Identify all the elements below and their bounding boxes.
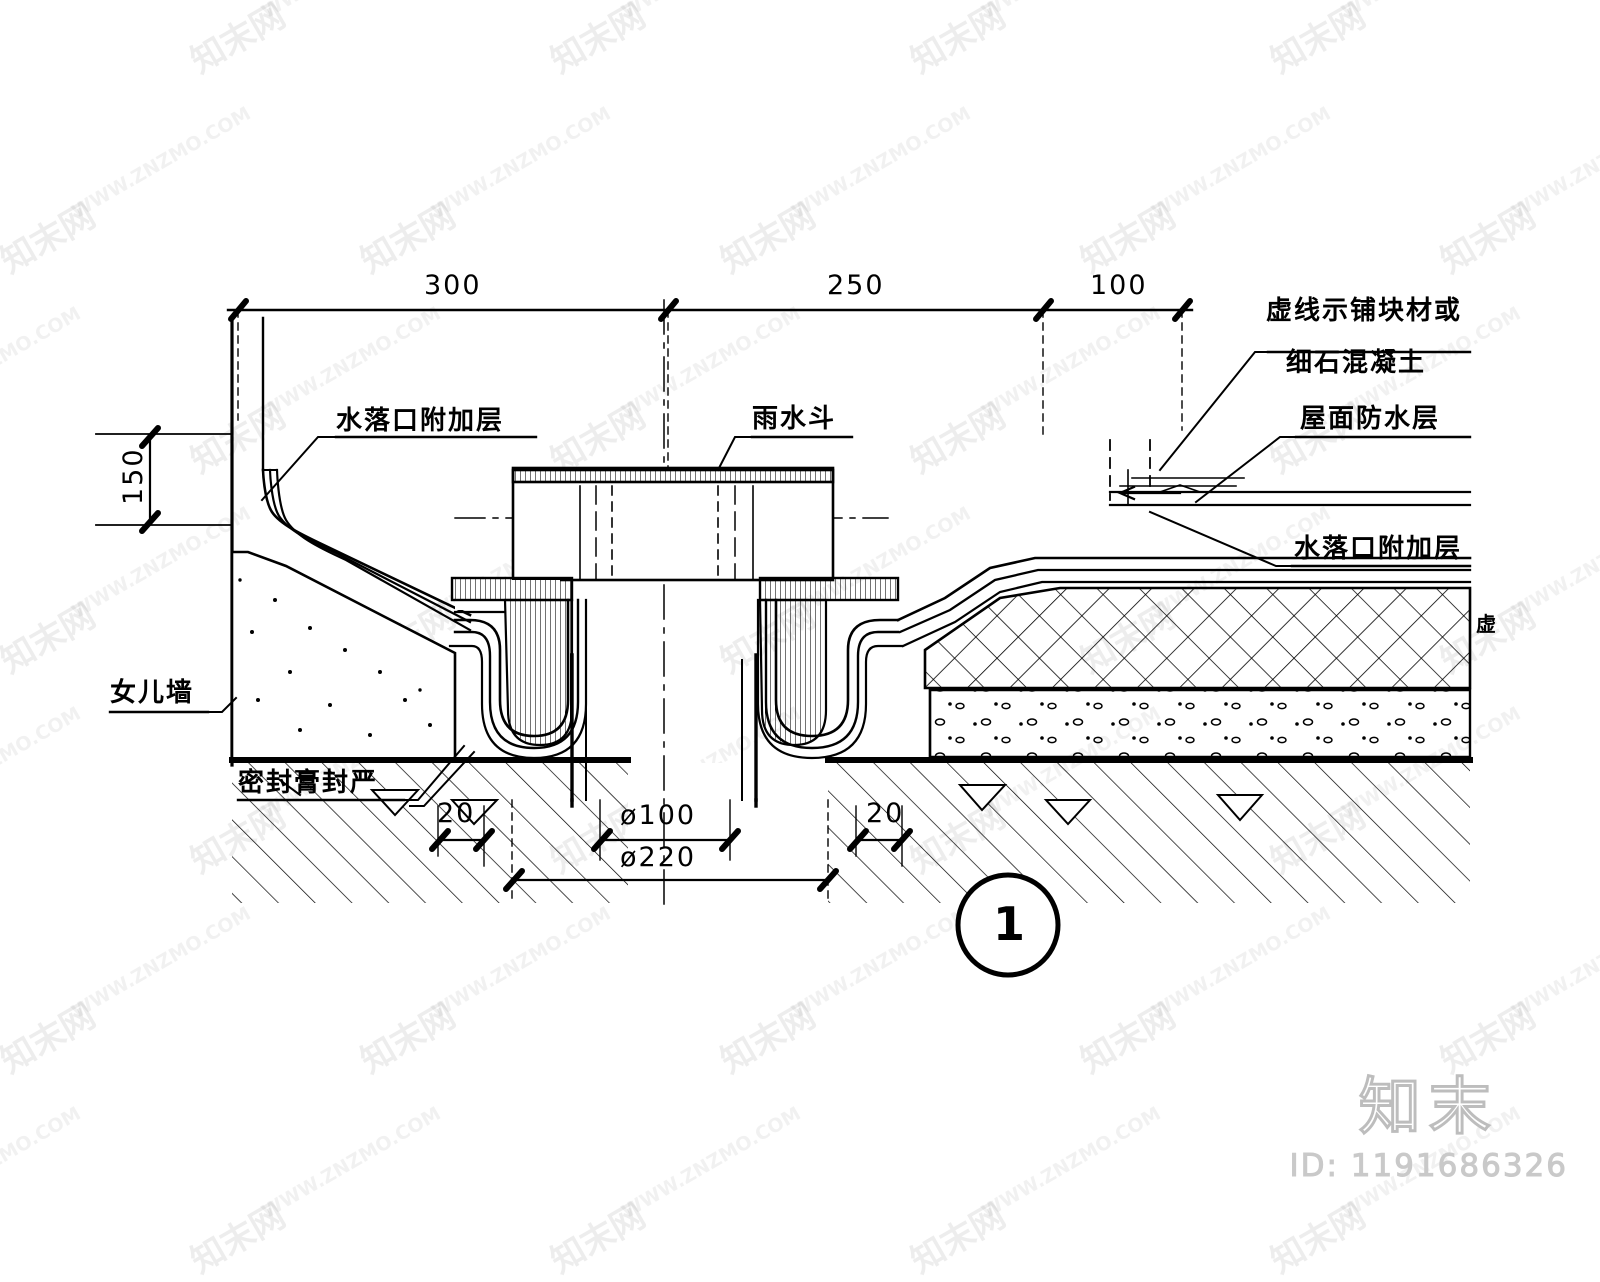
label-drain-extra-layer-right: 水落口附加层: [1294, 534, 1463, 564]
dimension-300: 300: [424, 270, 482, 301]
label-block-or-concrete-line1: 虚线示铺块材或: [1266, 296, 1463, 326]
logo-wordmark: 知末: [1358, 1070, 1499, 1143]
dimension-150: 150: [118, 447, 149, 505]
dimension-20-right: 20: [866, 798, 905, 829]
label-rain-hopper: 雨水斗: [752, 404, 837, 434]
label-roof-waterproof-layer: 屋面防水层: [1300, 404, 1441, 434]
label-drain-extra-layer-left: 水落口附加层: [336, 406, 505, 436]
site-logo: 知末 ID: 1191686326: [1289, 1070, 1568, 1185]
detail-number: 1: [993, 897, 1026, 951]
label-parapet-wall: 女儿墙: [110, 678, 195, 708]
dimension-20-left: 20: [437, 798, 476, 829]
dimension-250: 250: [827, 270, 885, 301]
dimension-pipe-inner-diameter: ø100: [620, 800, 697, 831]
dimension-100: 100: [1090, 270, 1148, 301]
label-edge-mark: 虚: [1476, 612, 1497, 636]
label-sealant-seal: 密封膏封严: [238, 768, 379, 798]
drawing-id: ID: 1191686326: [1289, 1148, 1568, 1185]
dimension-pipe-outer-diameter: ø220: [620, 842, 697, 873]
label-block-or-concrete-line2: 细石混凝土: [1286, 348, 1427, 378]
